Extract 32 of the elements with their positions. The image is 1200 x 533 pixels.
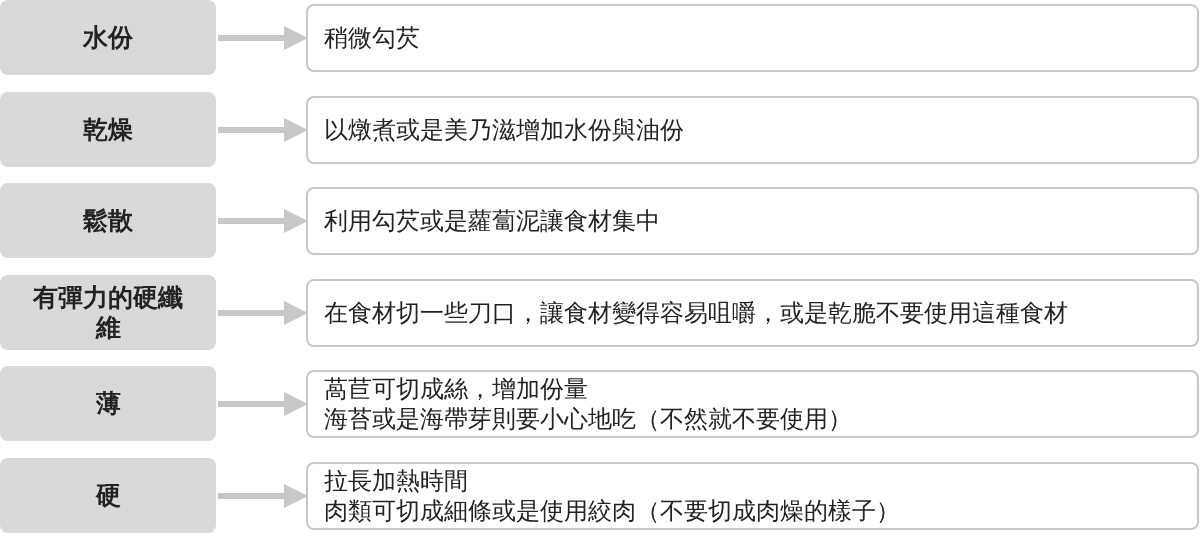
description-text: 拉長加熱時間	[324, 466, 469, 496]
category-label: 水份	[83, 22, 133, 53]
description-text: 海苔或是海帶芽則要小心地吃（不然就不要使用）	[324, 404, 853, 434]
description-box	[306, 4, 1199, 72]
arrow	[218, 484, 308, 508]
description-box	[306, 462, 1199, 530]
arrow	[218, 209, 308, 233]
arrow	[218, 118, 308, 142]
category-box	[0, 275, 216, 350]
description-text: 利用勾芡或是蘿蔔泥讓食材集中	[324, 206, 661, 236]
category-box	[0, 458, 216, 533]
arrow	[218, 26, 308, 50]
category-label: 薄	[95, 388, 121, 419]
category-box	[0, 0, 216, 75]
description-box	[306, 96, 1199, 164]
arrow	[218, 392, 308, 416]
category-label: 乾燥	[83, 114, 133, 145]
description-text: 萵苣可切成絲，增加份量	[324, 374, 589, 404]
category-label: 鬆散	[83, 205, 133, 236]
description-text: 稍微勾芡	[324, 23, 421, 53]
arrow	[218, 301, 308, 325]
category-box	[0, 92, 216, 167]
description-box	[306, 279, 1199, 347]
description-text: 肉類可切成細條或是使用絞肉（不要切成肉燥的樣子）	[324, 496, 901, 526]
description-text: 在食材切一些刀口，讓食材變得容易咀嚼，或是乾脆不要使用這種食材	[324, 298, 1069, 328]
description-text: 以燉煮或是美乃滋增加水份與油份	[324, 115, 685, 145]
category-box	[0, 366, 216, 441]
description-box	[306, 370, 1199, 438]
category-box	[0, 183, 216, 258]
category-label: 硬	[95, 480, 121, 511]
description-box	[306, 187, 1199, 255]
category-label: 有彈力的硬纖維	[32, 282, 184, 343]
